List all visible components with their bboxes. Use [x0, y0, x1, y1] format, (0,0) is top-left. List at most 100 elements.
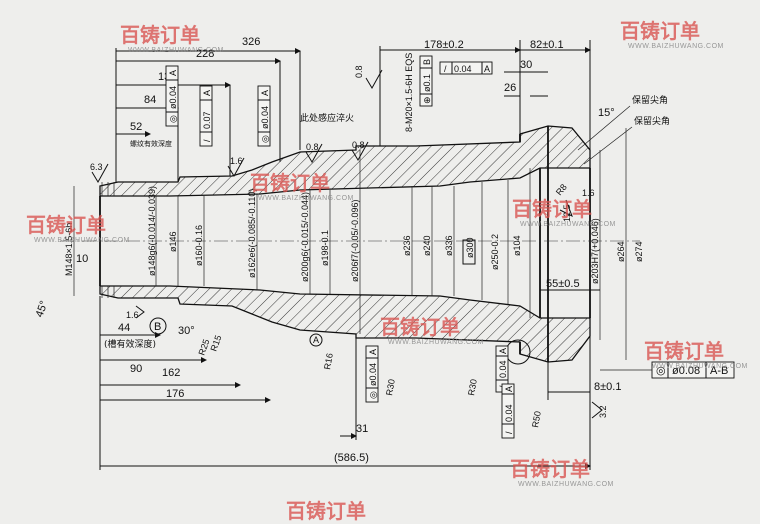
- svg-text:0.04: 0.04: [454, 64, 472, 74]
- svg-text:百铸订单: 百铸订单: [286, 499, 366, 523]
- watermark-4: 百铸订单 WWW.BAIZHUWANG.COM: [512, 197, 616, 228]
- watermark-8: 百铸订单 WWW.BAIZHUWANG.COM: [510, 457, 614, 488]
- svg-text:百铸订单: 百铸订单: [512, 197, 592, 221]
- dim-d206: ø206f7(-0.05/-0.096): [350, 199, 360, 282]
- svg-text:◎: ◎: [656, 365, 666, 377]
- dim-30deg: 30°: [178, 325, 195, 337]
- dim-d250: ø250-0.2: [490, 234, 500, 270]
- surface-16b: 1.6: [126, 310, 139, 320]
- dim-90: 90: [130, 363, 142, 375]
- dim-r8: R8: [554, 182, 569, 197]
- svg-text:A: A: [168, 70, 178, 76]
- datum-b-label: B: [154, 321, 161, 333]
- dim-thread-m148: M148×1.5-6h: [64, 223, 74, 276]
- svg-text:ø0.04: ø0.04: [260, 106, 270, 129]
- svg-text:WWW.BAIZHUWANG.COM: WWW.BAIZHUWANG.COM: [518, 481, 614, 488]
- svg-text:WWW.BAIZHUWANG.COM: WWW.BAIZHUWANG.COM: [34, 237, 130, 244]
- dim-d203: ø203H7(+0.046): [590, 218, 600, 284]
- watermark-2: 百铸订单 WWW.BAIZHUWANG.COM: [620, 19, 724, 50]
- datum-b-circle: [149, 317, 167, 335]
- svg-text:ø0.04: ø0.04: [168, 86, 178, 109]
- watermark-3: 百铸订单 WWW.BAIZHUWANG.COM: [250, 171, 354, 202]
- svg-text:WWW.BAIZHUWANG.COM: WWW.BAIZHUWANG.COM: [520, 221, 616, 228]
- dim-d104: ø104: [512, 235, 522, 256]
- svg-text:◎: ◎: [260, 135, 270, 143]
- dim-r30b: R30: [466, 378, 479, 396]
- note-quench: 此处感应淬火: [300, 112, 354, 124]
- dim-d160: ø160-0.16: [194, 225, 204, 266]
- dim-10: 10: [76, 253, 88, 265]
- svg-text:ø0.04: ø0.04: [368, 363, 378, 386]
- dim-r50: R50: [530, 410, 543, 428]
- dim-r30a: R30: [384, 378, 397, 396]
- dim-44: 44: [118, 322, 130, 334]
- svg-text:WWW.BAIZHUWANG.COM: WWW.BAIZHUWANG.COM: [388, 339, 484, 346]
- note-keep-sharp-2: 保留尖角: [634, 115, 670, 127]
- surface-16c: 1.6: [582, 188, 595, 198]
- svg-text:A: A: [484, 64, 490, 74]
- svg-text:百铸订单: 百铸订单: [250, 171, 330, 195]
- watermark-9: 百铸订单: [286, 499, 366, 523]
- dim-52: 52: [130, 121, 142, 133]
- dim-d148: ø148g6(-0.014/-0.039): [147, 186, 157, 276]
- svg-text:◎: ◎: [368, 391, 378, 399]
- dim-d236: ø236: [402, 235, 412, 256]
- svg-text:A: A: [504, 386, 514, 392]
- diameter-leaders: [73, 128, 627, 360]
- surface-63: 6.3: [90, 162, 103, 172]
- svg-text:ø0.08: ø0.08: [672, 365, 700, 377]
- svg-text:B: B: [422, 59, 432, 65]
- svg-text:/: /: [444, 64, 447, 74]
- leader-keep-sharp-1: [577, 105, 631, 151]
- svg-text:A: A: [260, 90, 270, 96]
- svg-text:⊕: ⊕: [422, 96, 432, 104]
- dim-d336: ø336: [444, 235, 454, 256]
- dim-162: 162: [162, 367, 180, 379]
- svg-text:◎: ◎: [168, 115, 178, 123]
- shaft-upper-wall: [99, 125, 591, 197]
- svg-text:百铸订单: 百铸订单: [620, 19, 700, 43]
- datum-a-label: A: [313, 335, 319, 345]
- dim-30: 30: [520, 59, 532, 71]
- surface-125: 12.5: [562, 204, 572, 222]
- svg-text:A: A: [202, 90, 212, 96]
- surface-08b: 0.8: [352, 140, 365, 150]
- thread-marks: [101, 182, 115, 298]
- fcf-4: ⊕ ø0.1 B: [419, 55, 433, 107]
- svg-text:百铸订单: 百铸订单: [380, 315, 460, 339]
- svg-text:WWW.BAIZHUWANG.COM: WWW.BAIZHUWANG.COM: [258, 195, 354, 202]
- dim-326: 326: [242, 36, 260, 48]
- dim-8: 8±0.1: [594, 381, 621, 393]
- dim-d198: ø198-0.1: [320, 230, 330, 266]
- dim-d264: ø264: [616, 241, 626, 262]
- watermark-6: 百铸订单 WWW.BAIZHUWANG.COM: [380, 315, 484, 346]
- dim-178: 178±0.2: [424, 39, 464, 51]
- surface-08c: 0.8: [354, 65, 364, 78]
- dim-45deg: 45°: [34, 299, 51, 319]
- dim-55: 55±0.5: [546, 278, 580, 290]
- fcf-5: / 0.04 A: [439, 61, 493, 75]
- watermark-7: 百铸订单 WWW.BAIZHUWANG.COM: [644, 339, 747, 370]
- svg-text:百铸订单: 百铸订单: [120, 23, 200, 47]
- fcf-8: / 0.04 A: [501, 383, 515, 439]
- thread-callout: 8-M20×1.5-6H EQS: [404, 53, 414, 132]
- diameter-labels: M148×1.5-6h ø148g6(-0.014/-0.039) ø146 ø…: [64, 186, 644, 284]
- flange-outer: [519, 126, 549, 362]
- surface-32: 3.2: [598, 405, 608, 418]
- datum-a-circle: [309, 333, 323, 347]
- dim-31: 31: [356, 423, 368, 435]
- dim-26: 26: [504, 82, 516, 94]
- fcf-3: ◎ ø0.04 A: [257, 85, 271, 147]
- svg-text:A: A: [368, 349, 378, 355]
- dim-176: 176: [166, 388, 184, 400]
- surface-finish-symbols: 6.3 1.6 0.8 0.8 0.8 1.6 12.5 1.6 3.2: [90, 65, 608, 419]
- watermarks: 百铸订单 WWW.BAIZHUWANG.COM 百铸订单 WWW.BAIZHUW…: [26, 19, 747, 523]
- dim-r16: R16: [322, 352, 335, 370]
- note-keep-sharp-1: 保留尖角: [632, 94, 668, 106]
- svg-text:百铸订单: 百铸订单: [510, 457, 590, 481]
- svg-text:A-B: A-B: [710, 365, 728, 377]
- svg-text:/: /: [504, 431, 514, 434]
- svg-text:A: A: [498, 348, 508, 354]
- svg-text:WWW.BAIZHUWANG.COM: WWW.BAIZHUWANG.COM: [628, 43, 724, 50]
- watermark-5: 百铸订单 WWW.BAIZHUWANG.COM: [26, 213, 130, 244]
